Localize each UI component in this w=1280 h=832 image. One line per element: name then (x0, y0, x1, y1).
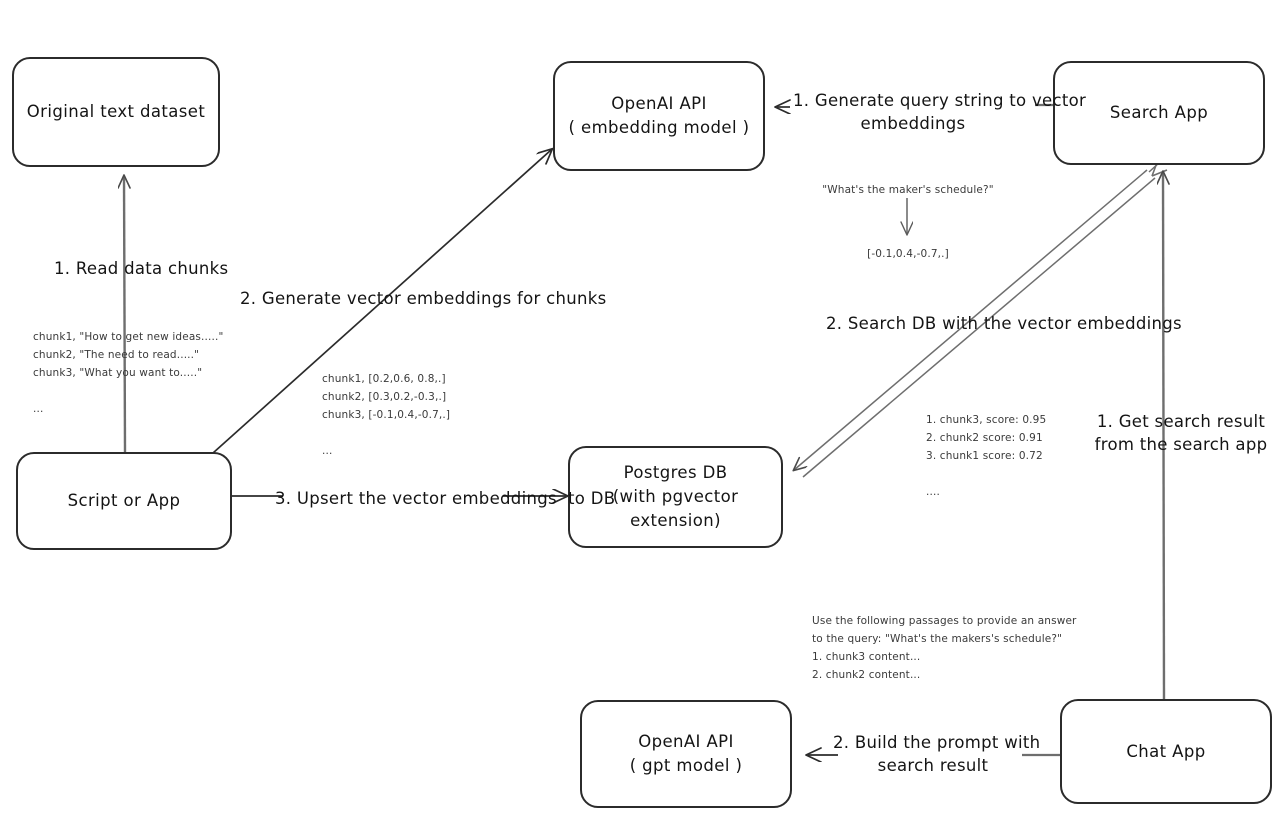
edge-label-line-2: search result (877, 756, 989, 776)
node-label: Postgres DB (623, 463, 728, 483)
note-query-text: "What's the maker's schedule?" (822, 184, 994, 196)
edge-label-line-1: 1. Generate query string to vector (793, 91, 1087, 110)
edge-label-build-prompt: 2. Build the prompt with search result (833, 731, 1041, 778)
node-label: Original text dataset (26, 102, 206, 122)
node-openai-api-embedding[interactable]: OpenAI API ( embedding model ) (553, 61, 765, 171)
node-label: Chat App (1126, 741, 1206, 761)
edge-label-upsert-to-db: 3. Upsert the vector embeddings to DB (275, 489, 616, 508)
node-search-app[interactable]: Search App (1053, 61, 1265, 165)
node-sublabel: (with pgvector extension) (612, 487, 739, 530)
edge-label-get-search-result: 1. Get search result from the search app (1091, 410, 1271, 457)
node-chat-app[interactable]: Chat App (1060, 699, 1272, 804)
node-label: Search App (1109, 103, 1209, 123)
edge-label-read-data-chunks: 1. Read data chunks (54, 259, 229, 278)
edge-label-generate-query-embeddings: 1. Generate query string to vector embed… (793, 89, 1087, 136)
node-label: OpenAI API (611, 94, 707, 114)
edge-label-generate-vector-embeddings: 2. Generate vector embeddings for chunks (240, 289, 607, 308)
note-chunk-embeddings: chunk1, [0.2,0.6, 0.8,.] chunk2, [0.3,0.… (322, 373, 451, 458)
node-openai-api-gpt[interactable]: OpenAI API ( gpt model ) (580, 700, 792, 808)
node-label: OpenAI API (638, 732, 734, 752)
node-postgres-db[interactable]: Postgres DB (with pgvector extension) (568, 446, 783, 548)
node-sublabel: ( embedding model ) (568, 118, 750, 137)
node-label: Script or App (67, 491, 181, 511)
node-script-or-app[interactable]: Script or App (16, 452, 232, 550)
edge-label-line-2: embeddings (860, 114, 966, 134)
node-sublabel: ( gpt model ) (629, 756, 743, 775)
note-chunks-text: chunk1, "How to get new ideas....." chun… (33, 331, 224, 416)
note-search-results: 1. chunk3, score: 0.95 2. chunk2 score: … (926, 414, 1047, 499)
edge-label-search-db: 2. Search DB with the vector embeddings (826, 314, 1182, 333)
note-query-embedding: [-0.1,0.4,-0.7,.] (867, 248, 949, 260)
node-original-text-dataset[interactable]: Original text dataset (12, 57, 220, 167)
edge-label-line-1: 2. Build the prompt with (833, 733, 1041, 752)
edge-label-line-1: 1. Get search result (1096, 412, 1266, 431)
note-prompt-text: Use the following passages to provide an… (812, 615, 1077, 682)
edge-label-line-2: from the search app (1094, 435, 1268, 455)
